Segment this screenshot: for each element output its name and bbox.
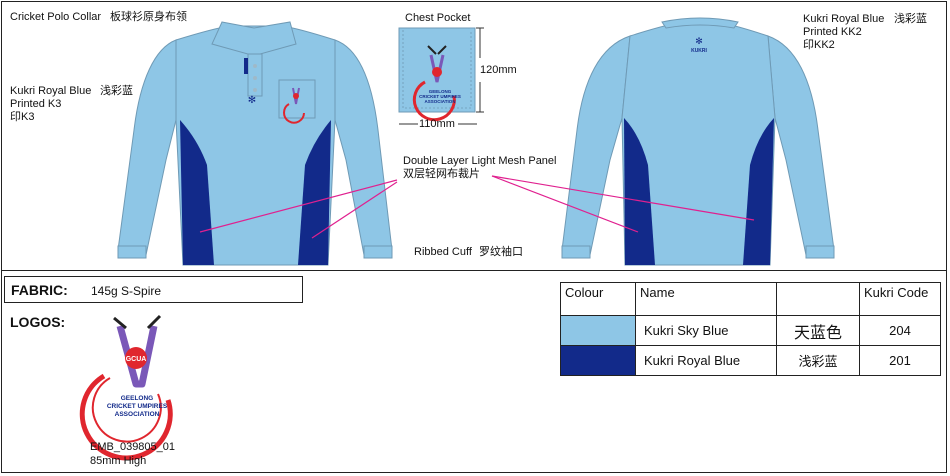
badge-line2: CRICKET UMPIRES: [107, 403, 168, 410]
colour-swatch: [560, 315, 636, 346]
pocket-badge-icon: GEELONG CRICKET UMPIRES ASSOCIATION: [412, 45, 461, 122]
svg-text:GEELONG: GEELONG: [429, 89, 452, 94]
ribbed-cuff-label-cn: 罗纹袖口: [479, 246, 523, 258]
fabric-value: 145g S-Spire: [91, 284, 162, 298]
front-left-cuff: [117, 245, 147, 259]
colour-name: Kukri Sky Blue: [635, 315, 777, 346]
back-brand-text: KUKRI: [691, 48, 707, 54]
pocket-height-label: 120mm: [480, 64, 517, 76]
badge-red-arc-inner: [91, 377, 162, 443]
back-right-sleeve: [767, 35, 835, 256]
callout-line-2: [311, 181, 398, 239]
gcua-badge: GCUA GEELONG CRICKET UMPIRES ASSOCIATION: [79, 314, 173, 461]
back-logo-label-2: Printed KK2: [803, 26, 862, 38]
svg-text:ASSOCIATION: ASSOCIATION: [425, 99, 456, 104]
callout-line-4: [491, 175, 755, 221]
back-collar: [661, 17, 739, 29]
button-1: [253, 64, 257, 68]
button-3: [253, 88, 257, 92]
placket: [247, 53, 263, 97]
callout-line-1: [199, 179, 398, 233]
badge-bails: [113, 314, 162, 330]
back-left-mesh-panel: [624, 118, 655, 265]
badge-red-arc: [79, 373, 173, 461]
badge-ball: [125, 347, 147, 369]
front-logo-label-3: 印K3: [10, 111, 35, 123]
collar-label: Cricket Polo Collar: [10, 11, 102, 23]
colour-code: 204: [859, 315, 941, 346]
mesh-panel-label: Double Layer Light Mesh Panel: [403, 155, 557, 167]
colour-name-cn: 浅彩蓝: [776, 345, 860, 376]
front-logo-label-cn: 浅彩蓝: [100, 85, 133, 97]
table-row: Kukri Sky Blue 天蓝色 204: [560, 315, 941, 346]
back-shirt: ✻ KUKRI: [561, 17, 835, 266]
badge-line3: ASSOCIATION: [115, 411, 160, 418]
header-blank: [776, 282, 860, 316]
logos-label: LOGOS:: [10, 314, 66, 330]
pocket-width-label: 110mm: [419, 118, 455, 130]
button-2: [253, 76, 257, 80]
front-left-mesh-panel: [180, 120, 214, 265]
colour-table-header: Colour Name Kukri Code: [560, 282, 941, 316]
header-kukri-code: Kukri Code: [859, 282, 941, 316]
fabric-box: FABRIC: 145g S-Spire: [4, 276, 303, 303]
header-name: Name: [635, 282, 777, 316]
back-logo-label-cn: 浅彩蓝: [894, 13, 927, 25]
placket-insert: [244, 58, 248, 74]
kukri-front-icon: ✻: [248, 95, 256, 106]
mesh-panel-callouts: [199, 175, 755, 239]
front-logo-label-1: Kukri Royal Blue: [10, 85, 92, 97]
colour-name-cn: 天蓝色: [776, 315, 860, 346]
pocket-stitch: [402, 30, 472, 109]
header-colour: Colour: [560, 282, 636, 316]
back-logo-label-1: Kukri Royal Blue: [803, 13, 885, 25]
front-left-sleeve: [117, 39, 177, 256]
front-logo-label-2: Printed K3: [10, 98, 62, 110]
back-right-mesh-panel: [743, 118, 774, 265]
back-right-cuff: [805, 245, 835, 259]
chest-pocket-detail: GEELONG CRICKET UMPIRES ASSOCIATION: [398, 27, 484, 125]
mesh-panel-label-cn: 双层轻网布裁片: [403, 168, 480, 180]
table-row: Kukri Royal Blue 浅彩蓝 201: [560, 345, 941, 376]
logo-size: 85mm High: [90, 455, 147, 467]
back-left-cuff: [561, 245, 591, 259]
badge-line1: GEELONG: [121, 395, 154, 402]
front-pocket-badge-icon: [283, 87, 305, 124]
colour-code: 201: [859, 345, 941, 376]
badge-initials: GCUA: [126, 356, 147, 363]
section-divider: [1, 270, 947, 271]
logo-code: EMB_039805_01: [90, 441, 176, 453]
front-right-sleeve: [334, 39, 393, 256]
colour-table: Colour Name Kukri Code Kukri Sky Blue 天蓝…: [560, 282, 941, 376]
svg-text:CRICKET UMPIRES: CRICKET UMPIRES: [419, 94, 461, 99]
front-right-cuff: [363, 245, 393, 259]
colour-swatch: [560, 345, 636, 376]
callout-line-3: [491, 175, 639, 233]
front-shirt: ✻: [117, 21, 393, 266]
chest-pocket-label: Chest Pocket: [405, 12, 471, 24]
colour-name: Kukri Royal Blue: [635, 345, 777, 376]
kukri-back-icon: ✻: [695, 37, 703, 47]
front-right-mesh-panel: [298, 120, 331, 265]
back-left-sleeve: [561, 35, 631, 256]
back-logo-label-3: 印KK2: [803, 39, 835, 51]
fabric-label: FABRIC:: [11, 282, 68, 298]
collar-label-cn: 板球衫原身布领: [110, 11, 187, 23]
ribbed-cuff-label: Ribbed Cuff: [414, 246, 472, 258]
